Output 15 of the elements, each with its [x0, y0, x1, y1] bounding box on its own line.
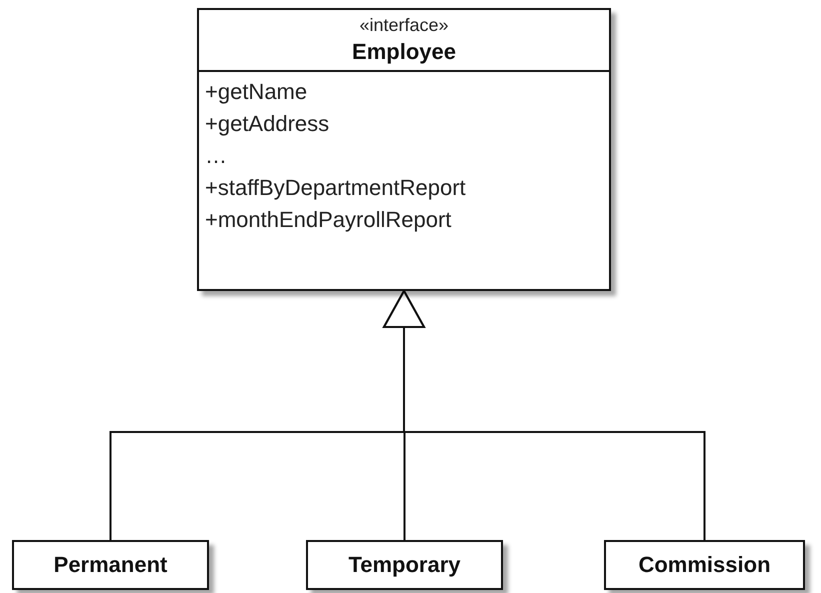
class-name: Temporary	[348, 552, 461, 578]
method-text: +staffByDepartmentReport	[205, 174, 466, 202]
class-box	[12, 540, 209, 590]
method-text: +getName	[205, 78, 308, 106]
method-text: …	[205, 142, 227, 170]
class-box	[306, 540, 503, 590]
stereotype-label: «interface»	[359, 14, 449, 37]
interface-class-box	[197, 8, 611, 291]
class-box	[604, 540, 805, 590]
class-name: Permanent	[54, 552, 168, 578]
class-name: Employee	[352, 38, 456, 66]
method-text: +monthEndPayrollReport	[205, 206, 452, 234]
method-text: +getAddress	[205, 110, 330, 138]
class-name: Commission	[638, 552, 771, 578]
generalization-arrow	[383, 290, 706, 540]
